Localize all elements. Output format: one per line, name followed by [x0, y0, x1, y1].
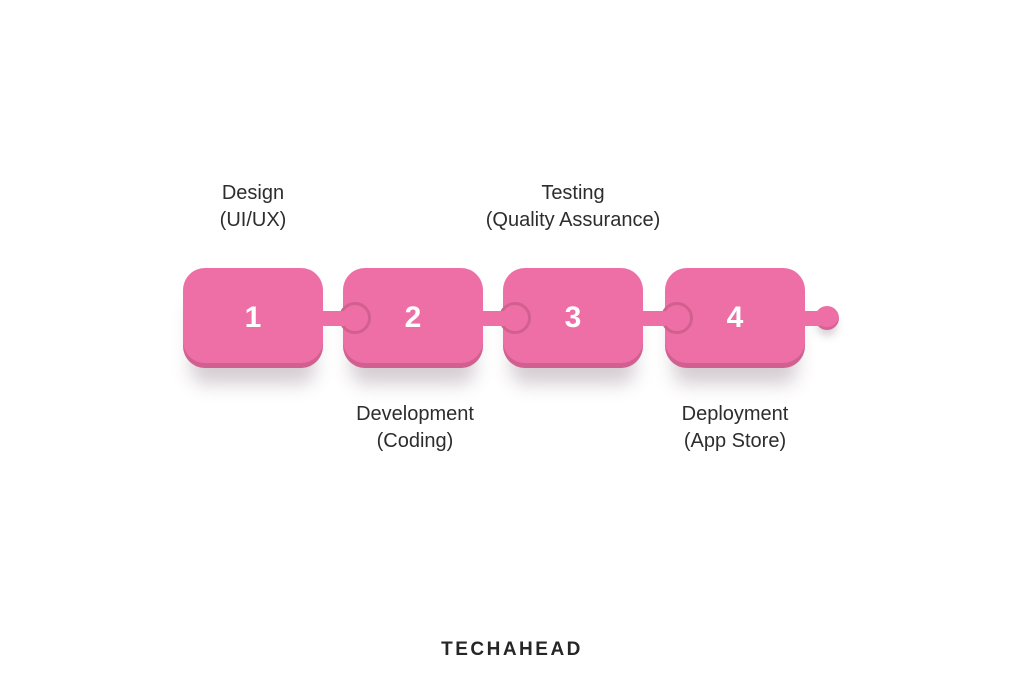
step-label-subtitle: (Coding): [376, 430, 454, 452]
step-label-title: Development: [356, 403, 474, 425]
step-label-deployment: Deployment (App Store): [585, 401, 885, 455]
step-label-testing: Testing (Quality Assurance): [423, 180, 723, 234]
step-number: 1: [244, 301, 262, 334]
puzzle-stem-end: [802, 311, 820, 326]
step-label-subtitle: (UI/UX): [219, 209, 287, 231]
puzzle-block-step-1: 1: [183, 268, 323, 368]
step-label-title: Testing: [541, 182, 605, 204]
step-label-subtitle: (Quality Assurance): [485, 209, 661, 231]
puzzle-stem-connector-3-4: [640, 311, 666, 326]
puzzle-stem-connector-1-2: [320, 311, 346, 326]
step-label-subtitle: (App Store): [683, 430, 787, 452]
step-number: 3: [564, 301, 582, 334]
puzzle-stem-connector-2-3: [480, 311, 506, 326]
step-number: 4: [726, 301, 744, 334]
step-label-title: Deployment: [681, 403, 789, 425]
step-label-title: Design: [221, 182, 285, 204]
techahead-logo: TECHAHEAD: [441, 639, 583, 660]
step-number: 2: [404, 301, 422, 334]
step-label-design: Design (UI/UX): [103, 180, 403, 234]
step-label-development: Development (Coding): [265, 401, 565, 455]
